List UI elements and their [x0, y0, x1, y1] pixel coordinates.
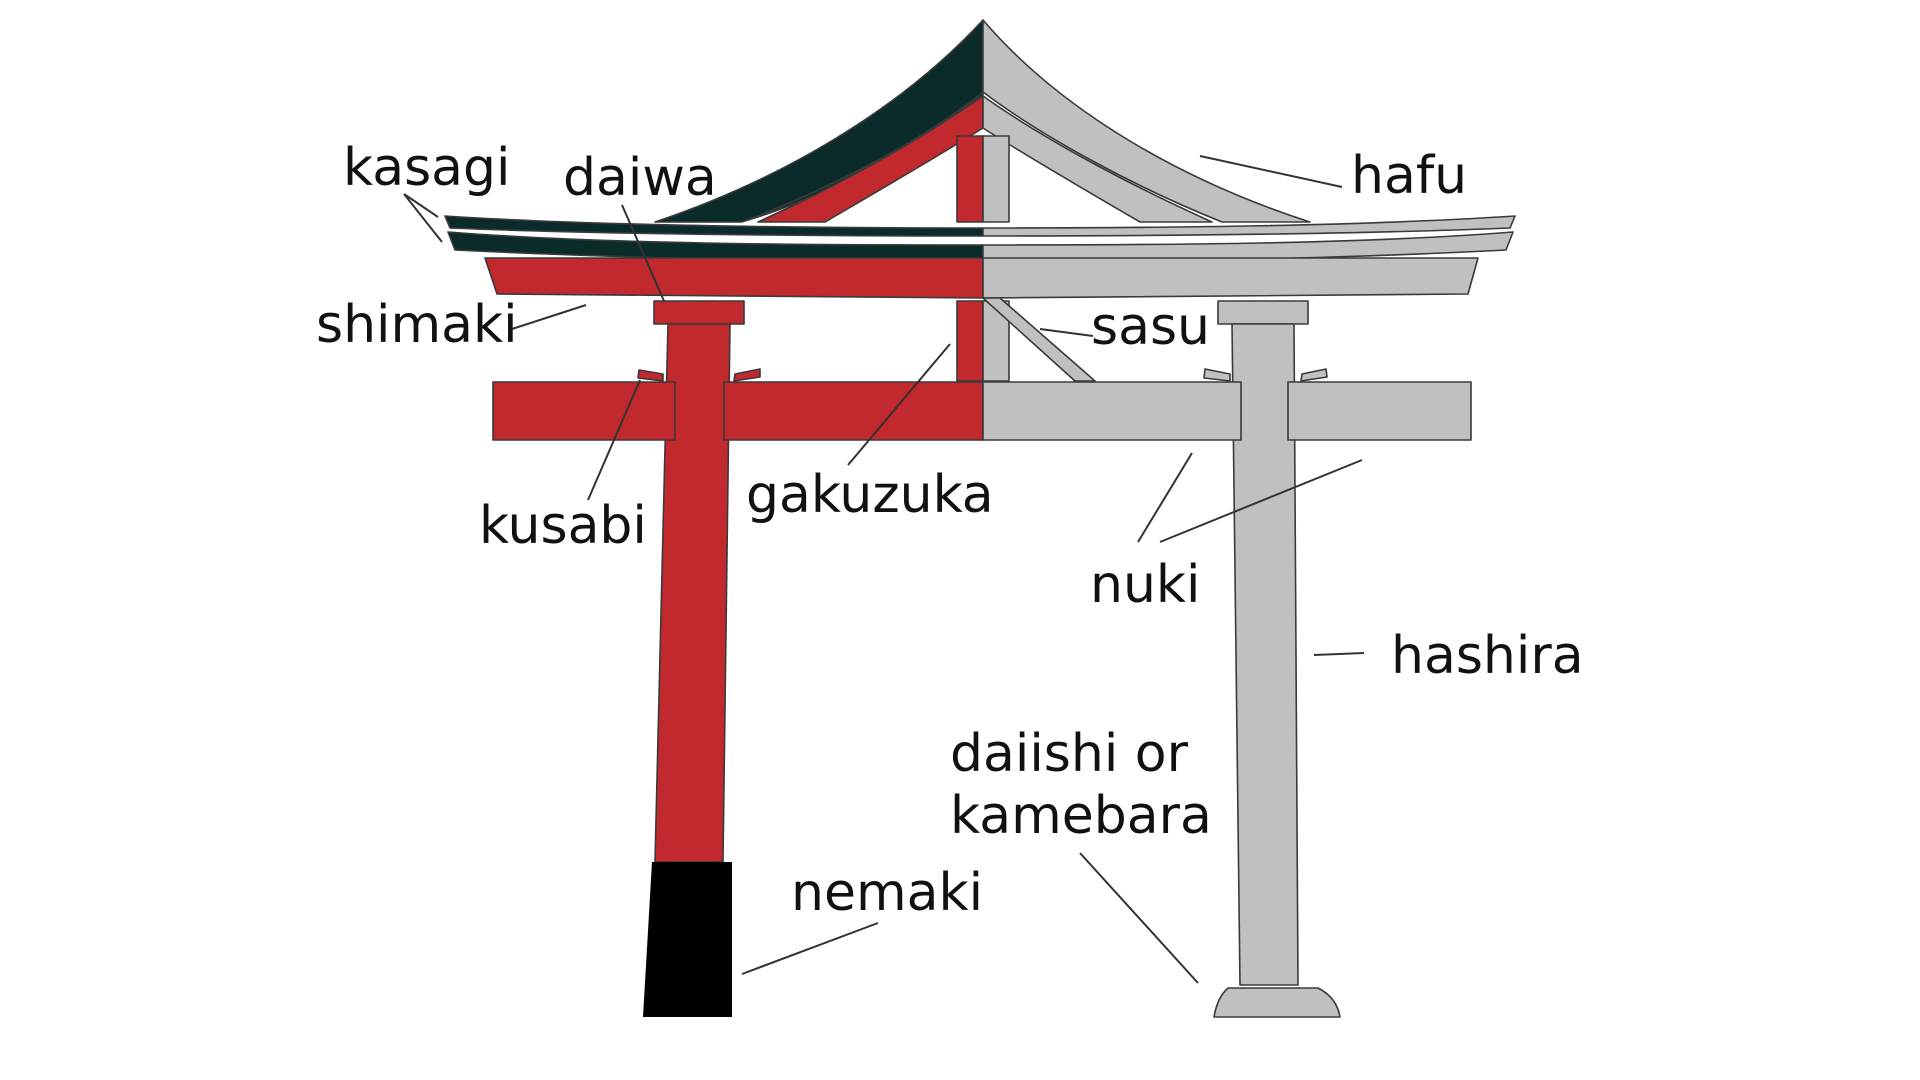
label-daiishi-line1: daiishi or: [950, 724, 1189, 784]
hafu-left-red: [757, 95, 984, 223]
leader-hashira: [1313, 652, 1365, 656]
roof-gable: [654, 19, 1311, 223]
nemaki-base: [643, 862, 732, 1017]
nuki-right-outer: [1287, 381, 1472, 441]
label-shimaki: shimaki: [316, 295, 518, 355]
kasagi-beams: [444, 215, 1516, 263]
nuki-left-inner: [723, 381, 984, 441]
kusabi-right-a: [1203, 368, 1231, 382]
leader-hafu: [1199, 155, 1343, 188]
label-gakuzuka: gakuzuka: [746, 465, 994, 525]
hafu-right-gray-inner: [982, 95, 1213, 223]
nuki-left-outer: [492, 381, 676, 441]
hafu-left-dark-main: [654, 19, 984, 223]
gakuzuka-red: [956, 300, 984, 382]
label-daiwa: daiwa: [563, 148, 717, 208]
leader-lines: [403, 155, 1365, 984]
gable-post-red: [956, 135, 984, 223]
label-nemaki: nemaki: [791, 863, 983, 923]
hashira-right: [1231, 323, 1299, 986]
nuki-beam: [492, 381, 1472, 441]
leader-daiishi: [1079, 852, 1199, 984]
labels: kasagi daiwa hafu shimaki sasu kusabi ga…: [316, 138, 1584, 923]
gakuzuka-gray: [982, 300, 1010, 382]
label-kusabi: kusabi: [479, 496, 647, 556]
leader-gakuzuka: [847, 343, 951, 466]
label-sasu: sasu: [1091, 297, 1210, 357]
leader-nuki-2: [1159, 459, 1363, 543]
leader-sasu: [1039, 328, 1094, 337]
label-hafu: hafu: [1351, 146, 1467, 206]
shimaki-beam: [484, 257, 1479, 299]
kusabi-left-b: [733, 368, 761, 382]
leader-nuki-1: [1137, 452, 1193, 543]
shimaki-right: [982, 257, 1479, 299]
leader-kusabi: [587, 379, 641, 501]
label-hashira: hashira: [1391, 626, 1584, 686]
leader-nemaki: [741, 922, 879, 975]
kasagi-upper-right: [982, 215, 1516, 237]
leader-kasagi-1: [403, 193, 439, 218]
leader-daiwa: [621, 204, 665, 302]
kusabi-wedges: [637, 368, 1328, 382]
kusabi-left-a: [637, 369, 664, 382]
kusabi-right-b: [1300, 368, 1328, 382]
daiishi-base: [1213, 987, 1341, 1018]
gable-post-gray: [982, 135, 1010, 223]
label-nuki: nuki: [1090, 555, 1200, 615]
sasu-brace: [982, 297, 1096, 382]
daiwa-right: [1217, 300, 1309, 325]
leader-kasagi-2: [403, 193, 443, 243]
nuki-right-inner: [982, 381, 1242, 441]
label-kasagi: kasagi: [343, 138, 510, 198]
shimaki-left: [484, 257, 984, 299]
leader-shimaki: [511, 304, 587, 330]
hafu-right-gray: [982, 19, 1311, 223]
daiwa-left: [653, 300, 745, 325]
label-daiishi-line2: kamebara: [950, 786, 1212, 846]
